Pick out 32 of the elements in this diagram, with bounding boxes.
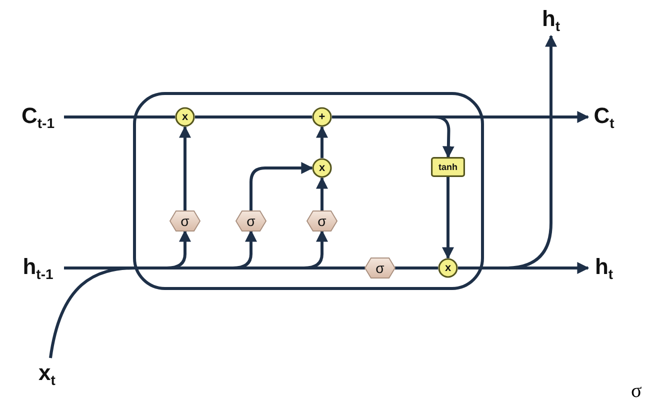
sigmoid-gate: σ bbox=[365, 258, 395, 278]
arrow bbox=[458, 34, 557, 270]
operation-circle: + bbox=[312, 107, 332, 127]
sigmoid-gate: σ bbox=[307, 211, 337, 231]
connector-line bbox=[64, 116, 175, 118]
variable-label: h$_{t}$ bbox=[588, 252, 620, 284]
arrow bbox=[166, 230, 191, 270]
variable-label: C$_{t}$ bbox=[588, 101, 620, 133]
arrow bbox=[304, 230, 328, 270]
arrow bbox=[332, 116, 454, 158]
variable-label: x$_{t}$ bbox=[30, 358, 64, 390]
connector-line bbox=[195, 116, 312, 118]
sigmoid-gate: σ bbox=[170, 211, 200, 231]
operation-circle: x bbox=[312, 158, 332, 178]
connector-line bbox=[49, 266, 136, 358]
variable-label: h$_{t}$ bbox=[535, 4, 567, 36]
tanh-box: tanh bbox=[431, 157, 465, 177]
variable-label: C$_{t-1}$ bbox=[12, 101, 64, 133]
arrow bbox=[442, 177, 454, 260]
connector-line bbox=[64, 266, 365, 270]
arrow bbox=[316, 176, 328, 211]
connector-line bbox=[395, 266, 438, 270]
operation-circle: x bbox=[175, 107, 195, 127]
operation-circle: x bbox=[438, 258, 458, 278]
arrow bbox=[179, 126, 191, 211]
arrow bbox=[232, 230, 257, 270]
sigmoid-gate: σ bbox=[236, 211, 266, 231]
sigma-symbol: σ bbox=[631, 380, 642, 402]
arrow bbox=[250, 162, 314, 211]
variable-label: h$_{t-1}$ bbox=[12, 252, 64, 284]
lstm-cell-box bbox=[133, 92, 484, 290]
arrow bbox=[316, 126, 328, 158]
